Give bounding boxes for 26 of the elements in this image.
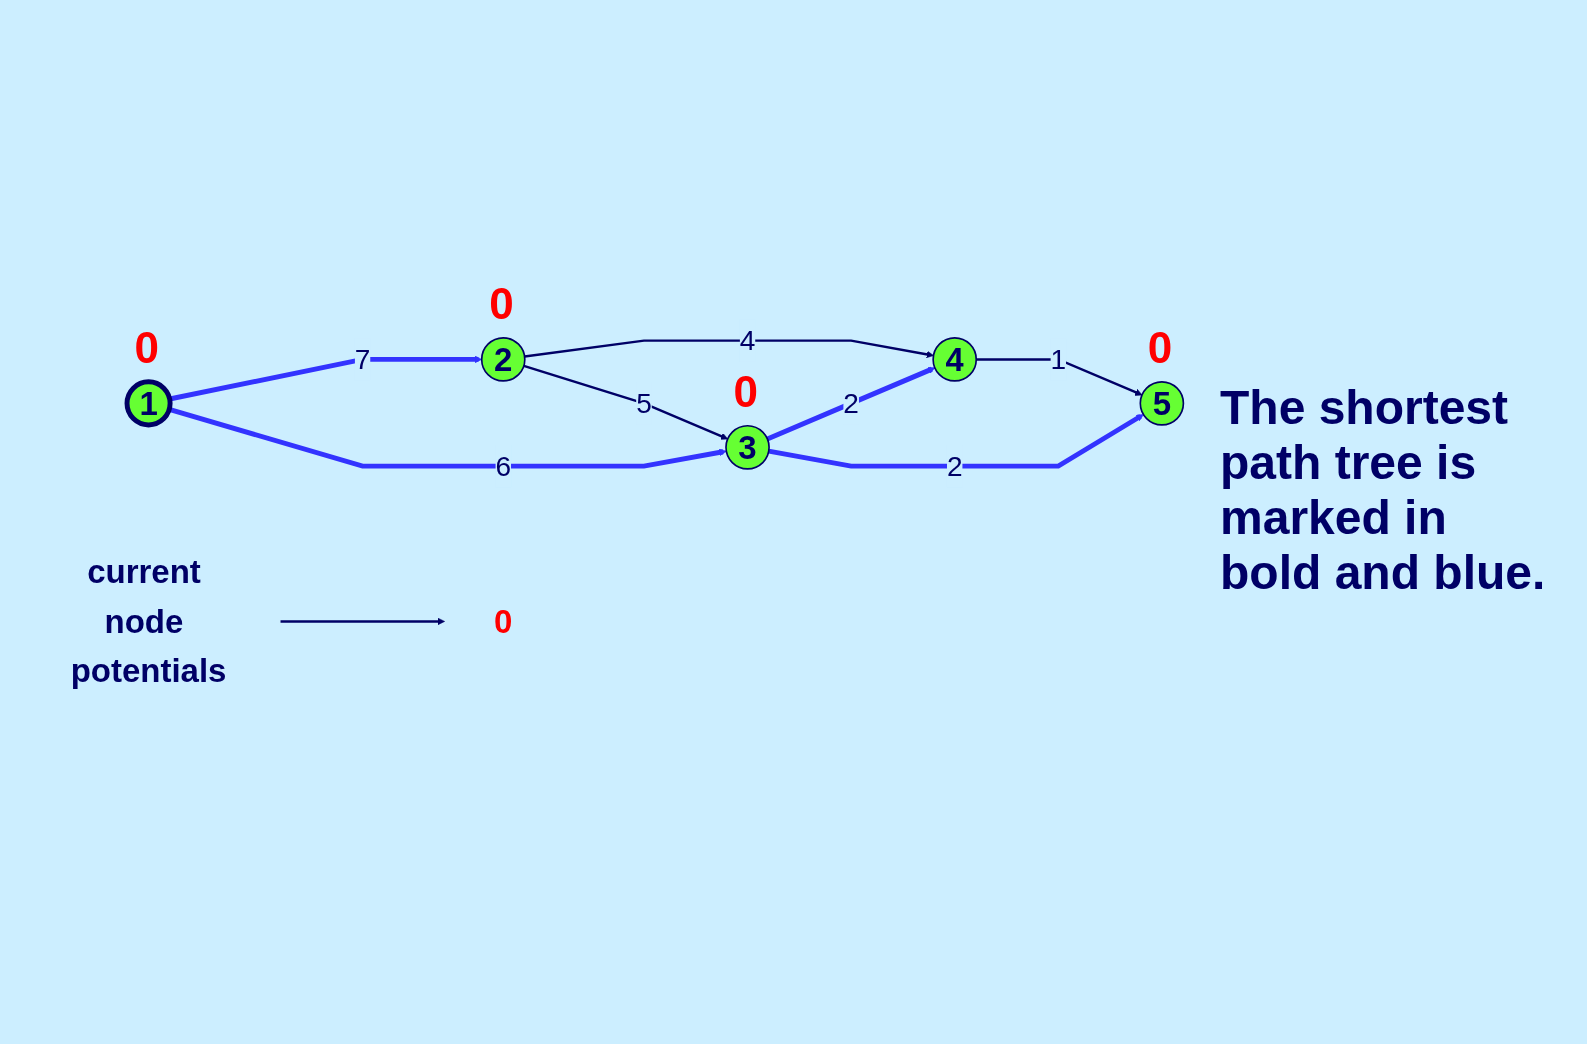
node-text: 0 — [494, 603, 513, 640]
node-circle: 1 — [124, 379, 173, 428]
arrow — [280, 617, 445, 626]
edge-label: 2 — [946, 450, 963, 482]
potential-label: 0 — [489, 278, 514, 329]
node-circle: 3 — [725, 424, 770, 470]
node-circle: 4 — [932, 337, 978, 382]
arrow — [168, 407, 727, 469]
arrow — [976, 358, 1143, 396]
note-text: The shortest path tree is marked in bold and blue. — [1220, 380, 1547, 600]
node-circle: 2 — [480, 337, 526, 382]
edge-label: 4 — [739, 324, 756, 356]
edge-label: 6 — [495, 450, 512, 482]
edge-label: 7 — [354, 343, 371, 375]
node-circle: 5 — [1139, 381, 1185, 426]
potential-label: 0 — [733, 366, 758, 417]
arrow — [766, 366, 936, 442]
potential-label: 0 — [1147, 322, 1173, 373]
arrow — [768, 414, 1144, 469]
edge-label: 1 — [1050, 343, 1067, 375]
edge-label: 2 — [843, 387, 859, 419]
edge-label: 5 — [636, 387, 652, 419]
arrow — [524, 339, 934, 358]
arrow — [523, 364, 729, 440]
potential-label: 0 — [134, 322, 160, 373]
node-text: current node potentials — [70, 553, 227, 690]
